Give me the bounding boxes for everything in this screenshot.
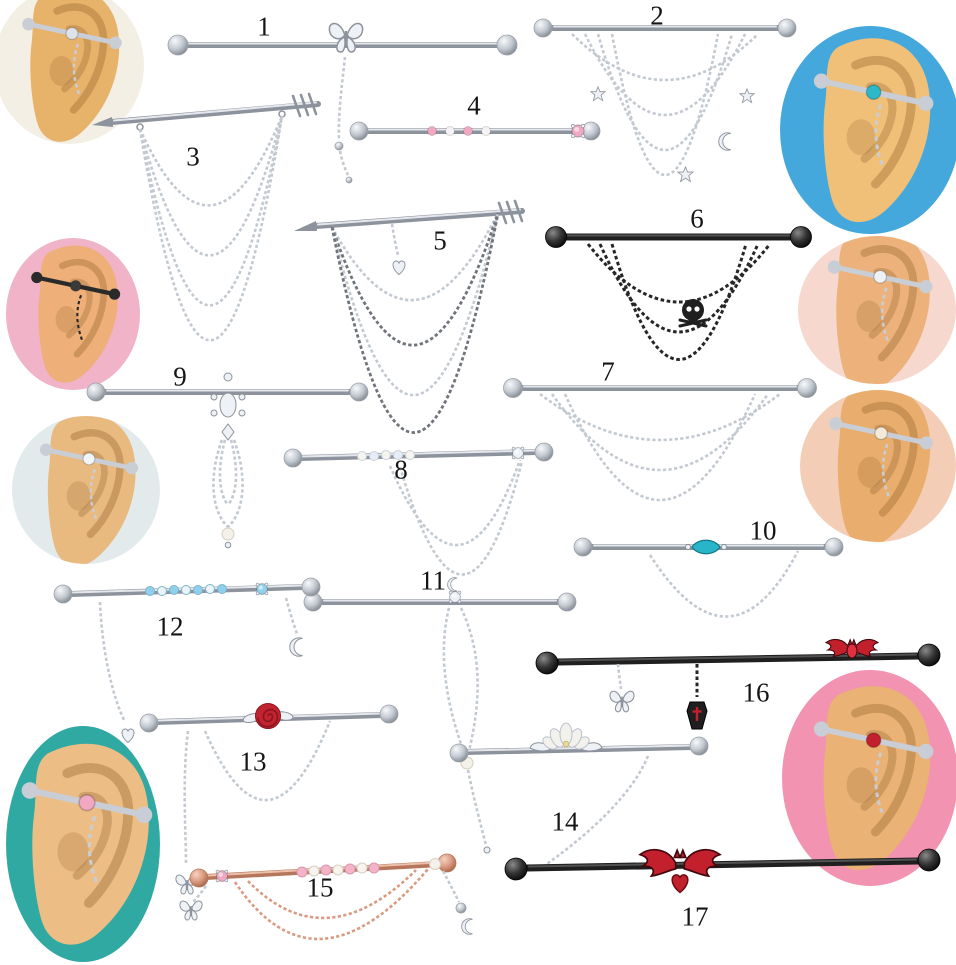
coffin-charm-icon (686, 701, 708, 730)
arrow-tip-icon (92, 117, 113, 127)
item-6-number-label: 6 (690, 203, 704, 234)
lotus-charm-icon (529, 722, 603, 752)
moon-charm-icon (289, 637, 303, 657)
item-13-red-rose-chain-barbell (139, 703, 399, 895)
star-charm-icon (677, 166, 694, 182)
moon-charm-icon (447, 577, 458, 592)
item-15-rose-gold-pink-crystal-barbell (179, 853, 473, 941)
rose-charm-icon (242, 703, 294, 729)
red-heart-charm-icon (671, 874, 689, 894)
heart-charm-icon (121, 728, 135, 743)
item-7-layered-chain-barbell (503, 378, 817, 502)
item-10-number-label: 10 (749, 515, 777, 546)
item-12-blue-bead-moon-heart-barbell (53, 577, 321, 743)
item-4-number-label: 4 (467, 90, 481, 121)
vintage-crystal-ornament-icon (210, 372, 246, 441)
item-7-number-label: 7 (601, 356, 615, 387)
clear-gem-icon (448, 590, 462, 604)
item-17-black-bat-heart-barbell (504, 848, 941, 894)
item-16-number-label: 16 (742, 677, 770, 708)
blue-gem-icon (255, 582, 269, 596)
item-1-number-label: 1 (257, 11, 271, 42)
pink-gem-icon (570, 123, 586, 139)
item-2-number-label: 2 (650, 0, 664, 31)
item-14-number-label: 14 (551, 806, 579, 837)
item-2-star-moon-chain-barbell (533, 18, 797, 182)
item-3-arrow-layered-chain-barbell (92, 92, 321, 342)
ear-model-photo-middle-left (6, 238, 140, 390)
item-8-number-label: 8 (394, 454, 408, 485)
item-6-black-skull-chain-barbell (545, 226, 812, 361)
arrow-tip-icon (294, 221, 317, 231)
ear-model-photo-center-left (12, 416, 160, 564)
skull-charm-icon (678, 299, 708, 328)
item-10-blue-marquise-chain-barbell (573, 537, 844, 618)
ear-model-photo-top-right (780, 26, 956, 234)
item-13-number-label: 13 (239, 746, 267, 777)
item-17-number-label: 17 (681, 901, 709, 932)
butterfly-charm-icon (609, 690, 635, 713)
item-8-opal-bead-chain-barbell (283, 442, 554, 576)
item-9-vintage-crystal-pearl-barbell (86, 372, 369, 549)
ear-model-photo-middle-right (798, 236, 956, 384)
item-14-lotus-chain-barbell (449, 722, 709, 868)
star-charm-icon (739, 88, 755, 103)
item-5-number-label: 5 (433, 225, 447, 256)
ear-model-photo-bottom-left (6, 726, 160, 962)
butterfly-charm-icon (179, 900, 203, 921)
moon-charm-icon (718, 132, 732, 151)
item-4-pink-crystal-barbell (349, 121, 601, 141)
item-12-number-label: 12 (156, 611, 184, 642)
blue-marquise-gem-icon (691, 539, 721, 555)
item-11-moon-crystal-tassel-barbell (303, 577, 577, 854)
item-5-arrow-chain-heart-barbell (294, 199, 525, 434)
heart-charm-icon (392, 260, 406, 275)
item-9-number-label: 9 (173, 361, 187, 392)
pearl-drop-icon (221, 527, 235, 541)
star-charm-icon (590, 86, 606, 101)
item-3-number-label: 3 (186, 141, 200, 172)
ear-model-photo-center-right (800, 390, 956, 542)
item-16-black-bat-coffin-barbell (535, 638, 941, 730)
arrow-fletching-icon (497, 199, 524, 225)
item-15-number-label: 15 (306, 872, 334, 903)
item-1-butterfly-industrial-barbell (167, 22, 518, 184)
arrow-fletching-icon (291, 92, 318, 118)
clear-gem-icon (511, 446, 525, 460)
item-11-number-label: 11 (420, 565, 446, 596)
moon-charm-icon (461, 918, 473, 935)
pink-gem-icon (215, 869, 229, 883)
